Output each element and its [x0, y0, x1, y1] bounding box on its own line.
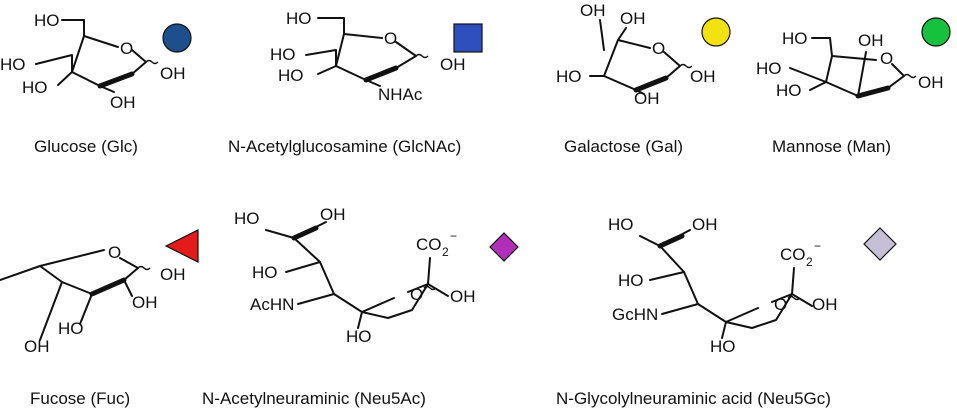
gal-oh1-label: OH [690, 67, 716, 86]
neu5ac-oh2-label: OH [450, 287, 476, 306]
neu5ac-name: N-Acetylneuraminic (Neu5Ac) [202, 389, 426, 408]
fucose-symbol-triangle-icon [164, 229, 199, 263]
neu5gc-co2-label: CO [780, 245, 806, 264]
gal-ring-o-label: O [652, 39, 665, 58]
neu5ac-symbol-diamond-icon [489, 232, 519, 262]
neu5ac-nh-label: AcHN [250, 295, 294, 314]
fucose-name: Fucose (Fuc) [30, 389, 130, 408]
neu5gc-oh2-label: OH [812, 295, 838, 314]
neu5gc-name: N-Glycolylneuraminic acid (Neu5Gc) [556, 389, 831, 408]
fuc-oh2-label: OH [132, 293, 158, 312]
neu5gc-nh-label: GcHN [612, 305, 658, 324]
man-oh2-label: OH [858, 31, 884, 50]
gal-oh6-label: OH [620, 9, 646, 28]
man-oh6-label: HO [782, 29, 808, 48]
glcnac-nhac-label: NHAc [378, 85, 423, 104]
neu5ac-co2-label: CO [416, 235, 442, 254]
gal-oh4-label: OH [580, 1, 606, 20]
fuc-ring-o-label: O [108, 243, 121, 262]
neu5gc-oh7-label: HO [618, 271, 644, 290]
man-oh4-label: HO [756, 59, 782, 78]
neu5gc-structure: HO OH HO GcHN HO OH O CO 2 − [608, 215, 838, 356]
glcnac-oh1-label: OH [440, 55, 466, 74]
glcnac-symbol-square-icon [453, 23, 483, 53]
neu5gc-oh8-label: OH [692, 215, 718, 234]
glucose-symbol-circle-icon [162, 23, 192, 53]
neu5ac-oh9-label: HO [234, 209, 260, 228]
man-oh3-label: HO [776, 81, 802, 100]
glcnac-structure: HO HO HO NHAc OH O [270, 9, 466, 104]
fucose-structure: OH OH HO OH O [0, 243, 186, 356]
glc-ring-o-label: O [120, 39, 133, 58]
fuc-oh3-label: HO [58, 319, 84, 338]
glcnac-oh6-label: HO [286, 9, 312, 28]
mannose-symbol-circle-icon [921, 17, 951, 47]
glc-oh1-label: OH [160, 64, 186, 83]
neu5ac-oh8-label: OH [320, 205, 346, 224]
gal-oh2-label: OH [634, 89, 660, 108]
glcnac-ring-o-label: O [384, 29, 397, 48]
glc-oh4-label: HO [0, 55, 26, 74]
man-ring-o-label: O [880, 49, 893, 68]
fuc-oh1-label: OH [160, 265, 186, 284]
neu5ac-co2-sup: − [450, 229, 457, 243]
fuc-oh4-label: OH [24, 337, 50, 356]
neu5ac-oh4-label: HO [346, 327, 372, 346]
glc-oh2-label: OH [110, 93, 136, 112]
neu5ac-co2-sub: 2 [442, 245, 449, 259]
neu5ac-structure: HO OH HO AcHN HO OH O CO 2 − [234, 205, 476, 346]
glc-oh6-label: HO [34, 11, 60, 30]
gal-oh3-label: HO [556, 67, 582, 86]
galactose-name: Galactose (Gal) [564, 137, 683, 156]
galactose-structure: OH OH HO OH OH O [556, 1, 716, 108]
neu5ac-oh7-label: HO [252, 263, 278, 282]
man-oh1-label: OH [918, 73, 944, 92]
glcnac-name: N-Acetylglucosamine (GlcNAc) [228, 137, 461, 156]
neu5gc-co2-sup: − [814, 239, 821, 253]
glucose-structure: HO HO HO OH OH O [0, 11, 186, 112]
galactose-symbol-circle-icon [701, 17, 731, 47]
neu5gc-symbol-diamond-icon [863, 227, 897, 261]
glcnac-oh3-label: HO [278, 66, 304, 85]
mannose-name: Mannose (Man) [772, 137, 891, 156]
glc-oh3-label: HO [22, 78, 48, 97]
neu5gc-co2-sub: 2 [806, 255, 813, 269]
neu5gc-oh9-label: HO [608, 215, 634, 234]
glcnac-oh4-label: HO [270, 45, 296, 64]
glucose-name: Glucose (Glc) [34, 137, 138, 156]
mannose-structure: HO HO HO OH OH O [756, 29, 944, 100]
neu5gc-oh4-label: HO [710, 337, 736, 356]
